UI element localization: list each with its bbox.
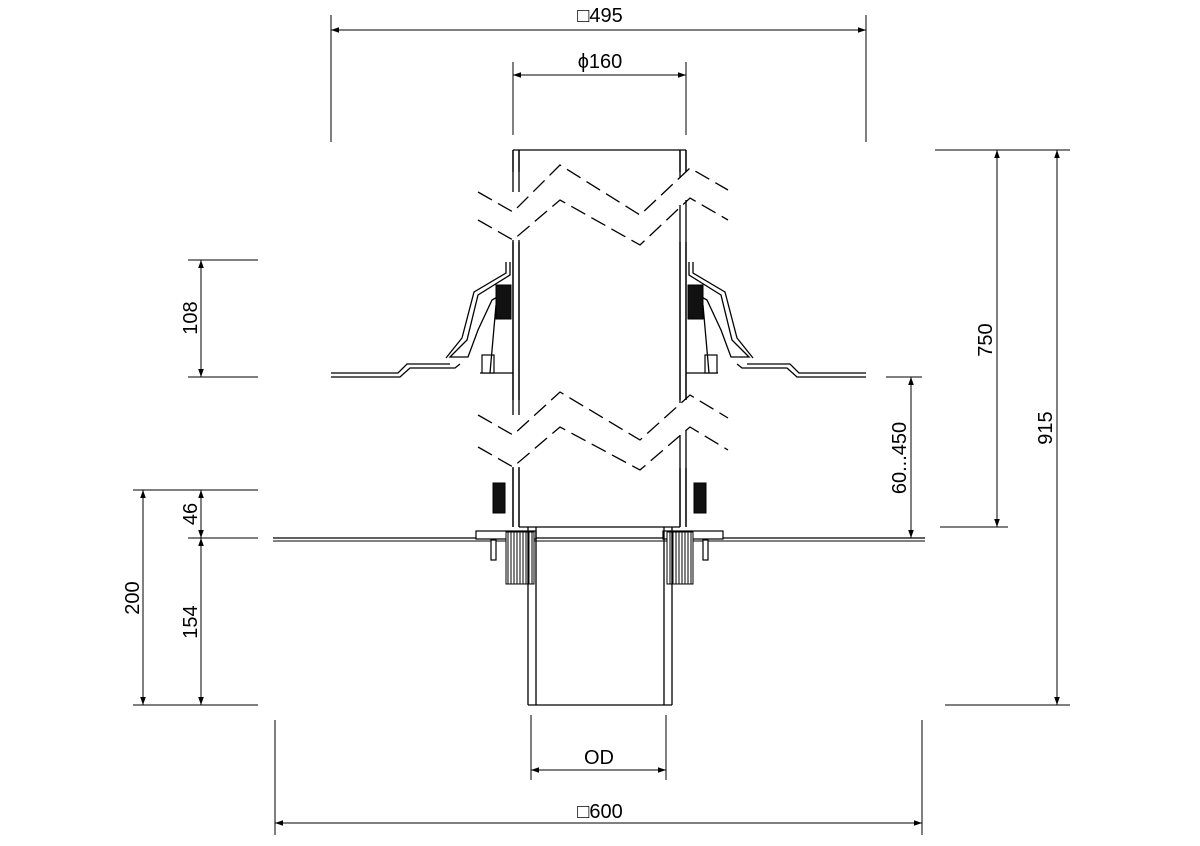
label-adjust-range: 60...450 — [889, 422, 911, 494]
label-pipe-length: 750 — [975, 323, 997, 356]
label-outlet-height: 200 — [122, 581, 144, 614]
label-pipe-diameter: ϕ160 — [578, 51, 623, 73]
label-body-height: 154 — [180, 605, 202, 638]
label-top-width: □495 — [577, 5, 622, 27]
label-outlet-diameter: OD — [584, 747, 614, 769]
break-lines — [470, 150, 730, 527]
upper-flange — [331, 262, 866, 378]
label-base-width: □600 — [577, 801, 622, 823]
outlet-body — [273, 482, 925, 706]
label-upper-height: 46 — [180, 503, 202, 525]
label-flange-height: 108 — [180, 301, 202, 334]
label-total-height: 915 — [1035, 411, 1057, 444]
